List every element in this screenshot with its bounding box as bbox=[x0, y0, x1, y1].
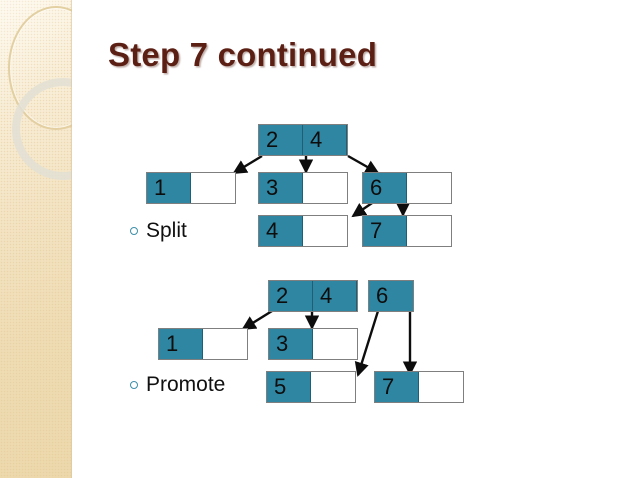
node-cell bbox=[203, 329, 247, 359]
tree-node[interactable]: 1 bbox=[158, 328, 248, 360]
bullet-split-label: Split bbox=[146, 219, 187, 242]
node-cell: 2 bbox=[259, 125, 303, 155]
tree-node[interactable]: 7 bbox=[362, 215, 452, 247]
node-cell bbox=[303, 216, 347, 246]
node-cell: 6 bbox=[369, 281, 413, 311]
tree-node[interactable]: 2 4 bbox=[258, 124, 348, 156]
tree-node[interactable]: 2 4 bbox=[268, 280, 358, 312]
node-cell: 3 bbox=[269, 329, 313, 359]
node-cell bbox=[419, 372, 463, 402]
tree-node[interactable]: 6 bbox=[368, 280, 414, 312]
node-cell bbox=[407, 173, 451, 203]
edge-root-to-6 bbox=[347, 154, 380, 175]
node-cell: 3 bbox=[259, 173, 303, 203]
node-cell bbox=[313, 329, 357, 359]
node-cell: 7 bbox=[363, 216, 407, 246]
node-cell bbox=[191, 173, 235, 203]
edge-root2-to-1 bbox=[241, 309, 273, 331]
node-cell: 2 bbox=[269, 281, 313, 311]
node-cell bbox=[407, 216, 451, 246]
page-title: Step 7 continued bbox=[108, 36, 378, 73]
bullet-split: Split bbox=[130, 219, 187, 243]
node-cell: 4 bbox=[303, 125, 347, 155]
tree-node[interactable]: 3 bbox=[258, 172, 348, 204]
circle-bullet-icon bbox=[130, 381, 138, 389]
edge-root-to-1 bbox=[232, 154, 263, 175]
edge-6-to-5 bbox=[354, 310, 380, 377]
node-cell: 4 bbox=[259, 216, 303, 246]
tree-node[interactable]: 7 bbox=[374, 371, 464, 403]
bullet-promote-label: Promote bbox=[146, 373, 226, 396]
tree-node[interactable]: 5 bbox=[266, 371, 356, 403]
node-cell: 4 bbox=[313, 281, 357, 311]
tree-node[interactable]: 4 bbox=[258, 215, 348, 247]
node-cell: 5 bbox=[267, 372, 311, 402]
node-cell bbox=[311, 372, 355, 402]
node-cell: 1 bbox=[147, 173, 191, 203]
decorative-sidebar bbox=[0, 0, 72, 478]
tree-node[interactable]: 3 bbox=[268, 328, 358, 360]
node-cell: 1 bbox=[159, 329, 203, 359]
circle-bullet-icon bbox=[130, 227, 138, 235]
node-cell bbox=[303, 173, 347, 203]
tree-node[interactable]: 1 bbox=[146, 172, 236, 204]
sidebar-edge-line bbox=[71, 0, 72, 478]
node-cell: 7 bbox=[375, 372, 419, 402]
bullet-promote: Promote bbox=[130, 373, 225, 397]
tree-node[interactable]: 6 bbox=[362, 172, 452, 204]
node-cell: 6 bbox=[363, 173, 407, 203]
